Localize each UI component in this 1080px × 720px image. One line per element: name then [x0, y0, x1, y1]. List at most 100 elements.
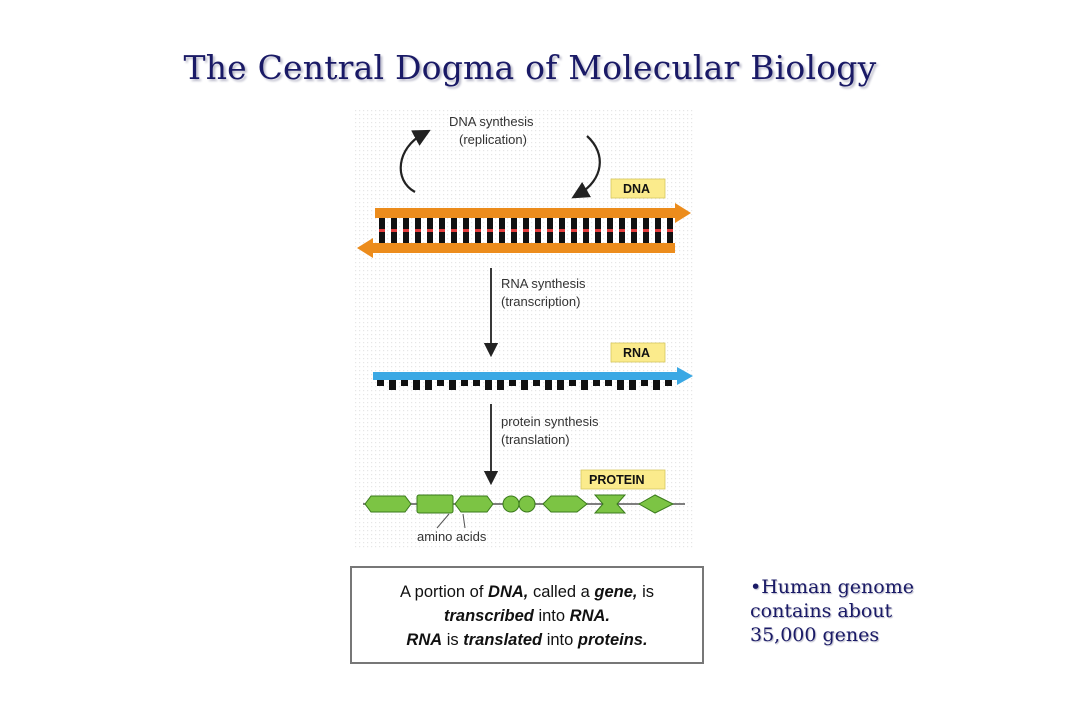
rna-base — [473, 380, 480, 386]
dna-hydrogen-bond — [607, 229, 613, 232]
amino-acid — [454, 495, 494, 513]
dna-base — [571, 218, 577, 229]
rna-base — [629, 380, 636, 390]
caption-line-2: transcribed into RNA. — [444, 607, 610, 625]
rna-base — [437, 380, 444, 386]
rna-base — [497, 380, 504, 390]
dna-base — [463, 232, 469, 243]
dna-base — [439, 218, 445, 229]
dna-hydrogen-bond — [571, 229, 577, 232]
amino-acid — [637, 494, 675, 514]
rna-tag: RNA — [623, 346, 650, 360]
rna-base — [377, 380, 384, 386]
dna-base — [523, 232, 529, 243]
dna-base — [643, 218, 649, 229]
rna-base — [569, 380, 576, 386]
dna-tag-box — [610, 178, 666, 199]
dna-base — [583, 218, 589, 229]
dna-base — [607, 218, 613, 229]
dna-base — [547, 232, 553, 243]
bullet-marker: • — [750, 576, 762, 598]
rna-base — [485, 380, 492, 390]
amino-acid — [364, 495, 412, 513]
bullet-line-3: 35,000 genes — [750, 624, 880, 646]
dna-base — [595, 218, 601, 229]
dna-base — [547, 218, 553, 229]
dna-base — [559, 218, 565, 229]
rna-base — [425, 380, 432, 390]
dna-base — [619, 218, 625, 229]
protein-tag-box — [580, 469, 666, 490]
bullet-point: •Human genome contains about 35,000 gene… — [750, 575, 980, 647]
dna-base — [667, 232, 673, 243]
dna-hydrogen-bond — [451, 229, 457, 232]
dna-base — [475, 218, 481, 229]
rna-base — [509, 380, 516, 386]
dna-double-helix — [357, 203, 691, 258]
dna-hydrogen-bond — [559, 229, 565, 232]
dna-base — [583, 232, 589, 243]
dna-hydrogen-bond — [523, 229, 529, 232]
dna-base — [475, 232, 481, 243]
dna-base — [391, 232, 397, 243]
amino-acid — [542, 495, 588, 513]
protein-synthesis-sub: (translation) — [501, 432, 570, 447]
rna-base — [461, 380, 468, 386]
dna-hydrogen-bond — [511, 229, 517, 232]
dna-hydrogen-bond — [595, 229, 601, 232]
dna-base — [667, 218, 673, 229]
dna-base — [595, 232, 601, 243]
rna-base — [413, 380, 420, 390]
rna-base — [593, 380, 600, 386]
dna-base — [403, 232, 409, 243]
dna-base — [427, 232, 433, 243]
dna-base — [451, 218, 457, 229]
dna-synthesis-sub: (replication) — [459, 132, 527, 147]
dna-hydrogen-bond — [427, 229, 433, 232]
protein-tag: PROTEIN — [589, 473, 645, 487]
rna-base — [557, 380, 564, 390]
dna-base — [451, 232, 457, 243]
rna-base — [545, 380, 552, 390]
dna-base — [463, 218, 469, 229]
dna-base — [535, 218, 541, 229]
rna-synthesis-sub: (transcription) — [501, 294, 580, 309]
dna-hydrogen-bond — [667, 229, 673, 232]
protein-chain — [363, 494, 685, 529]
dna-base — [379, 232, 385, 243]
rna-base — [665, 380, 672, 386]
dna-hydrogen-bond — [619, 229, 625, 232]
dna-base — [631, 218, 637, 229]
dna-base — [643, 232, 649, 243]
amino-acid — [502, 495, 536, 513]
rna-strand — [373, 367, 693, 390]
rna-base — [389, 380, 396, 390]
dna-base — [631, 232, 637, 243]
rna-synthesis-label: RNA synthesis — [501, 276, 586, 291]
caption-box: A portion of DNA, called a gene, is tran… — [350, 566, 704, 664]
dna-base — [571, 232, 577, 243]
dna-base — [427, 218, 433, 229]
dna-base — [655, 232, 661, 243]
rna-base — [449, 380, 456, 390]
dna-base — [559, 232, 565, 243]
central-dogma-figure: DNA synthesis (replication) DNA RNA synt… — [355, 110, 695, 550]
dna-base — [523, 218, 529, 229]
rna-base — [581, 380, 588, 390]
dna-hydrogen-bond — [379, 229, 385, 232]
rna-base — [617, 380, 624, 390]
dna-hydrogen-bond — [535, 229, 541, 232]
dna-hydrogen-bond — [415, 229, 421, 232]
dna-base — [619, 232, 625, 243]
dna-hydrogen-bond — [499, 229, 505, 232]
amino-acids-label: amino acids — [417, 529, 487, 544]
amino-acid — [593, 494, 627, 514]
dna-hydrogen-bond — [631, 229, 637, 232]
dna-base — [655, 218, 661, 229]
dna-base — [607, 232, 613, 243]
dna-hydrogen-bond — [643, 229, 649, 232]
dna-base — [439, 232, 445, 243]
dna-hydrogen-bond — [487, 229, 493, 232]
dna-base — [487, 218, 493, 229]
dna-base — [379, 218, 385, 229]
